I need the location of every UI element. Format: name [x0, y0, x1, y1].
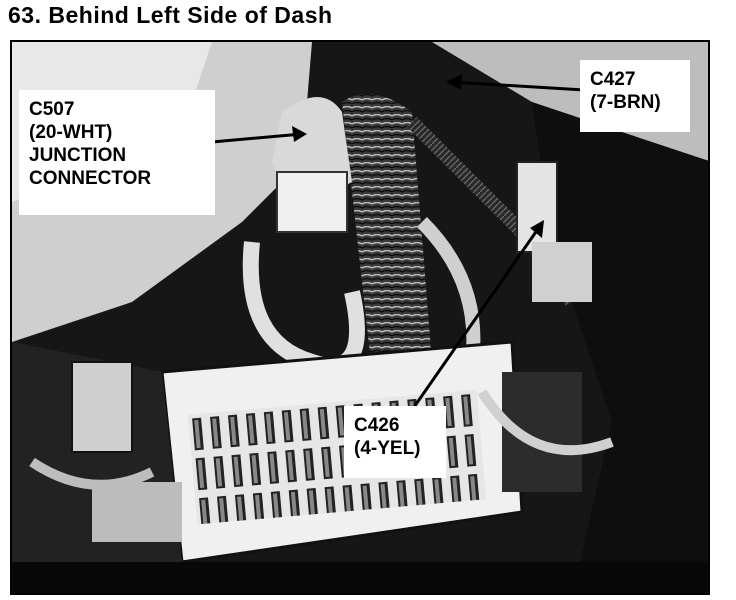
- c507-connector-id: C507: [29, 99, 75, 120]
- c426-connector-id: C426: [354, 415, 400, 436]
- c427-connector-id: C427: [590, 69, 636, 90]
- c507-wire-spec: (20-WHT): [29, 122, 113, 143]
- c507-type-line1: JUNCTION: [29, 145, 127, 166]
- photo-illustration: [12, 42, 708, 593]
- c507-type-line2: CONNECTOR: [29, 168, 152, 189]
- figure-title: 63. Behind Left Side of Dash: [8, 2, 333, 28]
- callout-c507: C507 (20-WHT) JUNCTION CONNECTOR: [19, 90, 215, 215]
- callout-c427: C427 (7-BRN): [580, 60, 690, 132]
- c426-wire-spec: (4-YEL): [354, 438, 421, 459]
- callout-c426: C426 (4-YEL): [344, 406, 446, 478]
- dash-photo: C507 (20-WHT) JUNCTION CONNECTOR C427 (7…: [10, 40, 710, 595]
- c427-wire-spec: (7-BRN): [590, 92, 661, 113]
